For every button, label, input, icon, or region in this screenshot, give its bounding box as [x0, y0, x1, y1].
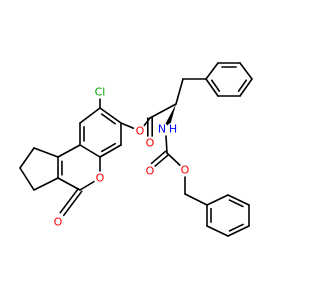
coumarin-benzene-bond-2	[99, 144, 122, 158]
amine-nitrogen-atom-background	[155, 122, 169, 136]
lactone-c-c-bond	[57, 177, 81, 191]
phenyl-top-double-3	[210, 79, 221, 92]
lactone-carbonyl-bond-b	[62, 190, 83, 217]
phenyl-top-bond-2	[239, 78, 253, 97]
stereo-wedge-bond	[163, 104, 176, 131]
lactone-carbonyl-oxygen-atom-background	[51, 215, 65, 229]
phenyl-bottom-bond-2	[227, 225, 250, 237]
phenyl-top-bond-4	[205, 78, 219, 97]
alpha-to-ester-bond	[149, 103, 177, 119]
chlorine-atom: Cl	[95, 86, 106, 99]
phenyl-top-double-2	[237, 79, 248, 92]
coumarin-benzene-double-1	[100, 113, 116, 125]
cyclopentane-bond-3	[19, 167, 35, 191]
carbamate-carbonyl-oxygen-atom-background	[143, 164, 157, 178]
lactone-ring-fusion-bond	[57, 144, 81, 158]
cyclopentane-bond-2	[19, 147, 35, 169]
amine-nitrogen-atom: N	[158, 123, 166, 136]
cyclopentane-bond-1	[33, 147, 59, 158]
coumarin-benzene-bond-5	[79, 107, 101, 124]
phenyl-bottom-double-2	[228, 223, 244, 232]
coumarin-benzene-bond-3	[79, 144, 101, 158]
ester-oxygen-atom-background	[133, 124, 147, 138]
lactone-ring-oxygen-atom-background	[93, 171, 107, 185]
phenyl-bottom-bond-0	[227, 194, 250, 206]
carbamate-oxygen-atom-background	[178, 163, 192, 177]
amine-hydrogen-atom: H	[169, 123, 177, 136]
alpha-carbon-bond	[175, 78, 184, 105]
ester-carbonyl-oxygen-atom: O	[146, 137, 155, 150]
amine-hydrogen-atom-background	[166, 122, 180, 136]
n-to-carbamate-bond	[165, 135, 168, 154]
phenyl-top-bond-5	[205, 62, 219, 80]
coumarin-benzene-bond-0	[99, 107, 122, 124]
phenyl-bottom-bond-3	[206, 225, 229, 237]
carbamate-carbonyl-oxygen-atom: O	[146, 165, 155, 178]
phenyl-bottom-double-1	[228, 199, 244, 208]
phenyl-bottom-bond-5	[206, 194, 229, 206]
lactone-carbonyl-oxygen-atom: O	[54, 216, 63, 229]
benzyl-ch2-ring-bond	[184, 193, 208, 206]
lactone-ring-oxygen-atom: O	[96, 172, 105, 185]
carbamate-carbonyl-bond-a	[150, 150, 167, 165]
phenyl-top-bond-1	[239, 62, 253, 80]
lactone-carbonyl-bond-a	[59, 187, 80, 214]
ester-carbonyl-oxygen-atom-background	[143, 136, 157, 150]
carbamate-oxygen-atom: O	[181, 164, 190, 177]
ester-oxygen-atom: O	[136, 125, 145, 138]
chlorine-atom-background	[93, 85, 107, 99]
cyclopentane-bond-4	[33, 177, 59, 191]
carbamate-carbonyl-bond-b	[153, 153, 170, 168]
coumarin-benzene-double-2	[100, 142, 117, 153]
